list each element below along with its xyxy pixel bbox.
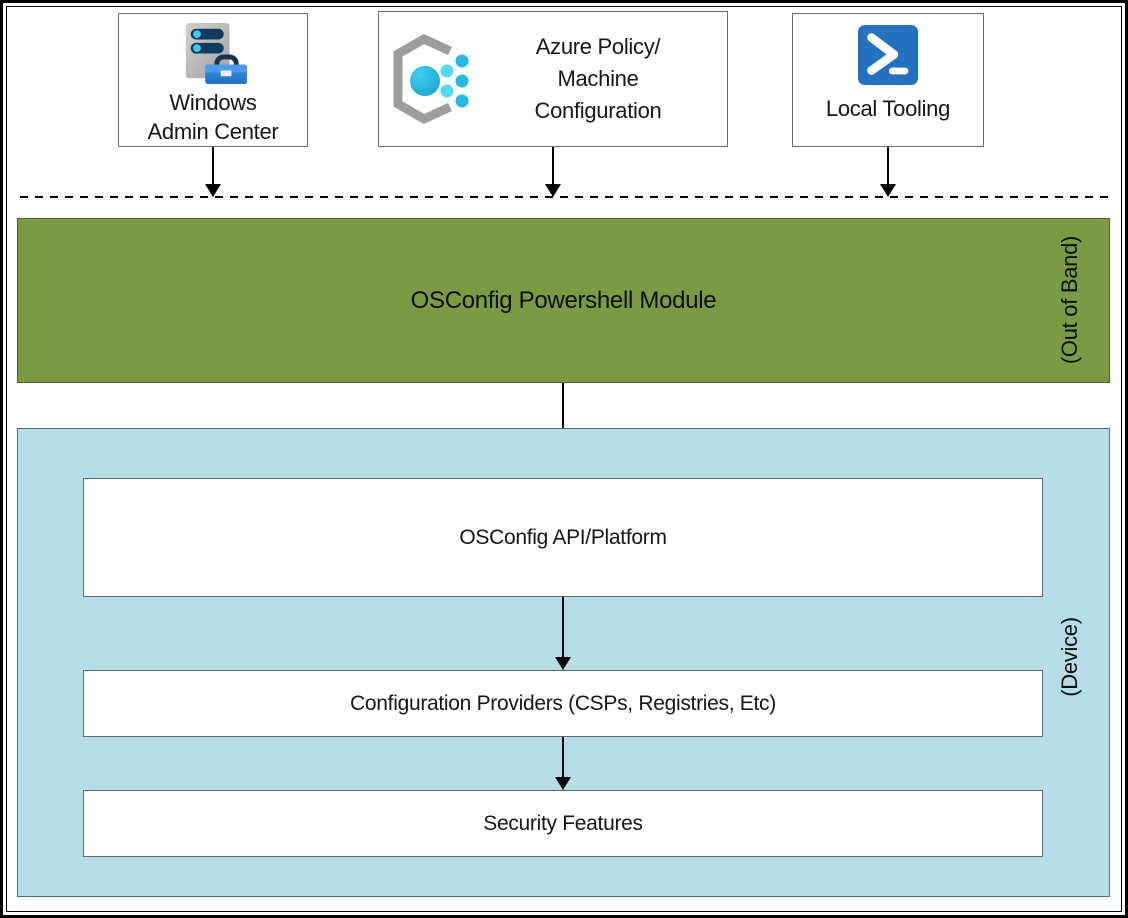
windows-admin-center-label: Windows Admin Center [148,88,279,146]
flow-arrow-local-tooling [880,147,896,197]
arrow-stem [212,147,214,186]
security-features-label: Security Features [483,811,643,835]
label-line: Admin Center [147,119,279,144]
local-tooling-box: Local Tooling [792,13,984,147]
windows-admin-center-icon [185,22,247,85]
arrow-head [545,184,561,197]
security-features-box: Security Features [83,790,1043,857]
arrow-head [555,657,571,670]
arrow-head [205,184,221,197]
arrow-stem [887,147,889,186]
arrow-head [880,184,896,197]
arrow-stem [562,597,564,659]
device-side-label: (Device) [1057,617,1082,697]
azure-policy-label: Azure Policy/ Machine Configuration [475,31,727,127]
label-line: Configuration [534,98,662,123]
azure-policy-box: Azure Policy/ Machine Configuration [378,11,728,147]
arrow-stem [562,383,564,467]
label-line: Azure Policy/ [535,34,661,59]
flow-arrow-providers-to-security [555,737,571,790]
osconfig-powershell-module-box: OSConfig Powershell Module [17,218,1110,383]
label-line: Machine [557,66,639,91]
osconfig-api-platform-label: OSConfig API/Platform [459,525,667,549]
configuration-providers-label: Configuration Providers (CSPs, Registrie… [350,691,776,715]
flow-arrow-api-to-providers [555,597,571,670]
out-of-band-side-label: (Out of Band) [1057,235,1082,365]
configuration-providers-box: Configuration Providers (CSPs, Registrie… [83,670,1043,737]
arrow-stem [562,737,564,779]
label-line: Local Tooling [825,96,951,121]
arrow-stem [552,147,554,186]
flow-arrow-azure-policy [545,147,561,197]
machine-configuration-icon [393,34,469,124]
flow-arrow-windows-admin-center [205,147,221,197]
osconfig-api-platform-box: OSConfig API/Platform [83,478,1043,597]
osconfig-powershell-module-label: OSConfig Powershell Module [410,286,717,314]
powershell-icon [857,24,919,86]
windows-admin-center-box: Windows Admin Center [118,13,308,147]
out-of-band-boundary-line [20,196,1108,198]
arrow-head [555,777,571,790]
label-line: Windows [169,90,257,115]
local-tooling-label: Local Tooling [826,94,950,123]
